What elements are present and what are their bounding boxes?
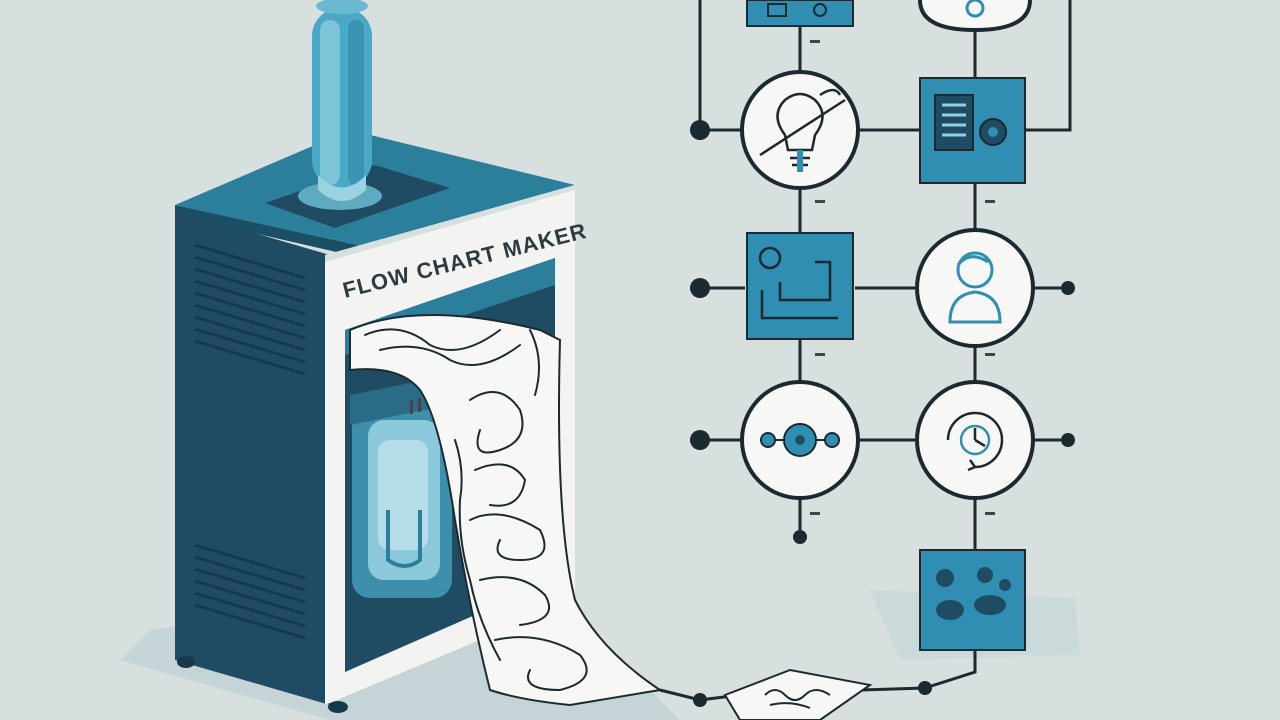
gear-icon [965,0,985,18]
node-people [919,549,1026,651]
flowchart-paper-strip [349,314,663,707]
laptop-icon [767,3,827,17]
node-document-gear [919,77,1026,184]
people-icon [936,567,1011,620]
machine-foot [328,701,348,713]
node-person [915,228,1035,348]
node-scribble [723,668,873,720]
workstation-icon [758,246,838,320]
input-tube [312,0,372,201]
network-icon [760,423,840,457]
clock-cycle-icon [946,411,1004,472]
machine-foot [177,656,195,668]
node-workstation [746,232,854,340]
document-gear-icon [934,94,1007,151]
node-lightbulb [740,70,860,190]
person-thinking-icon [948,251,1002,324]
node-laptop [746,0,854,27]
node-gear [918,0,1032,33]
node-network [740,380,860,500]
small-annotations [410,40,995,515]
vent-grille-bottom [194,543,306,640]
node-clock [915,380,1035,500]
machine-side [175,210,330,705]
connector-dots [690,120,1075,707]
scribble-icon [764,689,831,709]
vent-grille-top [194,243,306,376]
